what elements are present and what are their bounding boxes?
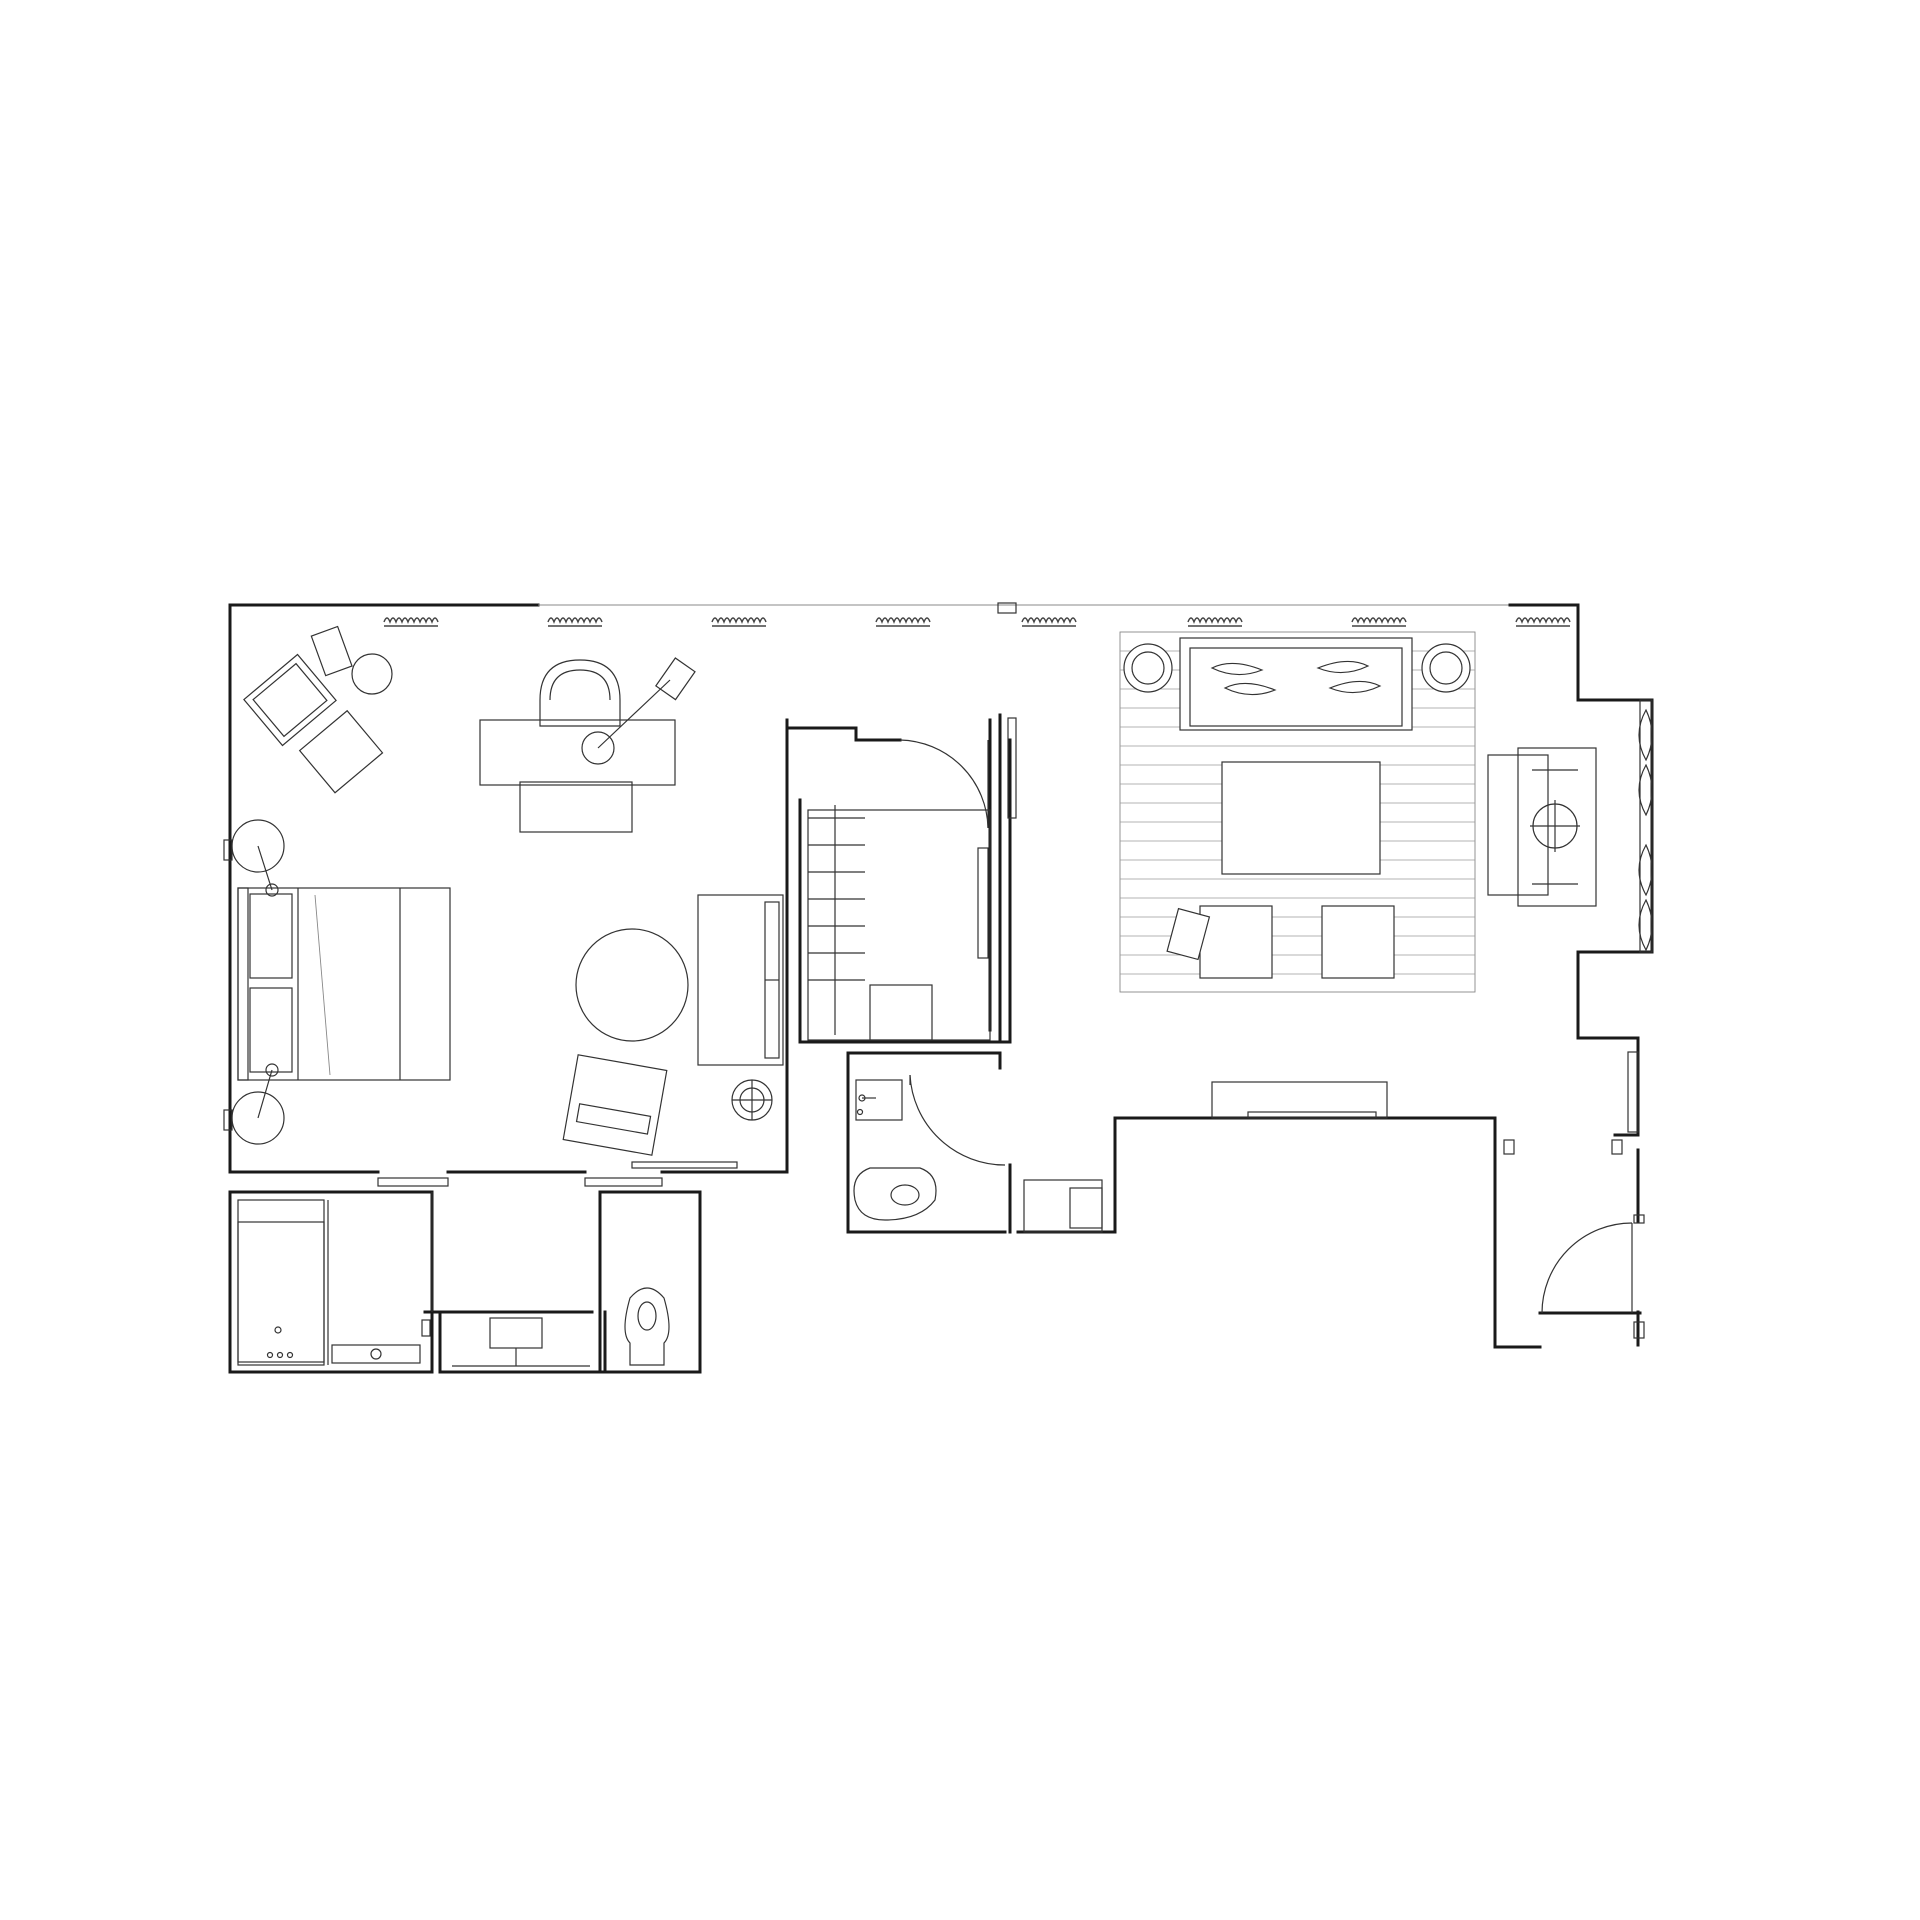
armchair [562, 1054, 668, 1156]
living-room [1119, 631, 1653, 1133]
dining-table [1517, 747, 1597, 907]
radiators [383, 602, 1571, 627]
closet-door-swing [899, 739, 989, 829]
walk-in-closet [807, 717, 1017, 1041]
powder-toilet [853, 1167, 937, 1221]
coffee-table [1221, 761, 1381, 875]
bath-door-2 [584, 1177, 663, 1187]
lounge-chair [243, 653, 337, 747]
tv [1247, 1111, 1377, 1119]
pillow-top [249, 893, 293, 979]
end-table-left [1123, 643, 1173, 693]
bathtub [237, 1199, 325, 1366]
powder-sink [855, 1079, 903, 1121]
desk [479, 719, 676, 786]
exterior-walls [228, 603, 1654, 1374]
pillow-bottom [249, 987, 293, 1073]
bedroom-sofa [697, 894, 784, 1066]
desk-bench [519, 781, 633, 833]
lounge-lamp [310, 625, 353, 677]
powder-room [853, 1074, 1103, 1233]
bathroom-toilet [624, 1287, 670, 1366]
armchair-left [1199, 905, 1273, 979]
area-rug [1119, 631, 1476, 993]
bedroom [223, 625, 784, 1187]
tv-console [631, 1161, 738, 1169]
desk-lamp-base [581, 731, 615, 765]
bathroom [237, 1199, 670, 1367]
floor-lamp [1166, 907, 1211, 961]
closet-safe [869, 984, 933, 1041]
bed [237, 887, 451, 1081]
side-table [351, 653, 393, 695]
powder-door-swing [909, 1074, 1006, 1166]
entry-door-swing [1541, 1222, 1633, 1314]
bath-door-1 [377, 1177, 449, 1187]
ottoman [298, 709, 384, 794]
vanity-sink [489, 1317, 543, 1349]
desk-chair [539, 659, 621, 727]
end-table-right [1421, 643, 1471, 693]
round-table [575, 928, 689, 1042]
shower-bench [331, 1344, 421, 1364]
armchair-right [1321, 905, 1395, 979]
entry-foyer [1503, 1139, 1645, 1339]
